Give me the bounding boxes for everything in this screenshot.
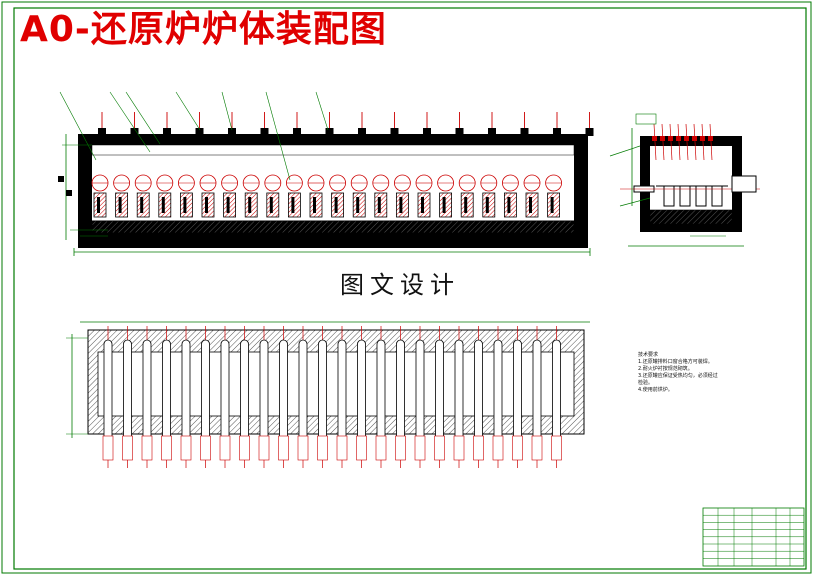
notes-item: 2.耐火炉衬按规范砌筑。 [638,366,693,372]
leader-line [175,91,201,131]
watermark-text: 图文设计 [340,271,460,299]
plan-tube [318,339,327,441]
plan-tube-row [102,326,562,468]
plan-tube [493,339,503,441]
inner-frame [13,7,807,570]
plan-tube [279,339,288,441]
plan-tube [357,339,366,441]
leader-line [315,91,329,131]
side-top-pipes [652,123,713,161]
plan-tube [201,339,210,441]
front-top-pipes [98,112,594,136]
front-tube-row [91,174,562,218]
leader-line [109,91,151,153]
leader-line [125,91,161,145]
plan-tube [337,339,347,441]
plan-tube [376,339,386,441]
plan-tube [552,339,561,441]
leader-line [265,91,291,181]
plan-tube [454,339,464,441]
plan-tube [298,339,308,441]
technical-notes: 技术要求 1.还原罐排料口窗合格方可装焊。 2.耐火炉衬按规范砌筑。 3.还原罐… [638,352,718,394]
drawing-title: A0-还原炉炉体装配图 [20,9,387,50]
leader-lines [59,91,329,181]
plan-tube [181,339,191,441]
leader-line [59,91,97,161]
plan-tube [103,339,113,441]
plan-tube [162,339,171,441]
plan-tube [240,339,249,441]
notes-heading: 技术要求 [638,352,659,358]
plan-tube [259,339,269,441]
notes-item: 1.还原罐排料口窗合格方可装焊。 [638,359,713,365]
plan-tube [415,339,425,441]
plan-tube [396,339,405,441]
plan-view [66,321,590,468]
leader-line [221,91,233,131]
plan-tube [474,339,483,441]
title-block [702,507,805,567]
plan-tube [513,339,522,441]
plan-tube [435,339,444,441]
front-view [58,91,594,256]
plan-tube [142,339,152,441]
tube-body [503,192,517,218]
plan-tube [123,339,132,441]
plan-tube [220,339,230,441]
side-view [609,113,760,247]
plan-tube [532,339,542,441]
tube-body [244,192,258,218]
notes-item: 3.还原罐应保证受热均匀，必须经过检验。 [638,373,718,386]
notes-item: 4.使用前烘炉。 [638,387,673,393]
